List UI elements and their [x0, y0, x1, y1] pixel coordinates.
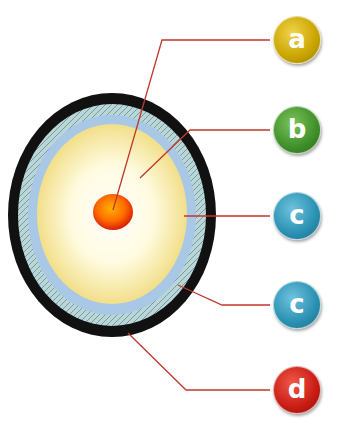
callout-letter: d — [288, 376, 307, 402]
leader-line — [140, 130, 270, 178]
callout-badge: c — [273, 192, 321, 240]
leader-line — [128, 333, 270, 390]
braid-shield — [18, 104, 206, 326]
leader-line — [113, 40, 270, 210]
callout-badge: c — [273, 281, 321, 329]
callout-letter: a — [288, 26, 306, 52]
insulation — [37, 124, 187, 304]
leader-lines — [113, 40, 270, 390]
callout-badge: a — [273, 16, 321, 64]
callout-letter: c — [289, 291, 304, 317]
callout-badge: b — [273, 106, 321, 154]
callout-badge: d — [273, 366, 321, 414]
callout-letter: c — [289, 202, 304, 228]
foil-layer — [28, 115, 196, 315]
leader-line — [184, 215, 270, 216]
conductor-core — [93, 194, 133, 230]
callout-letter: b — [288, 116, 307, 142]
outer-sheath — [8, 93, 216, 337]
leader-line — [178, 285, 270, 305]
